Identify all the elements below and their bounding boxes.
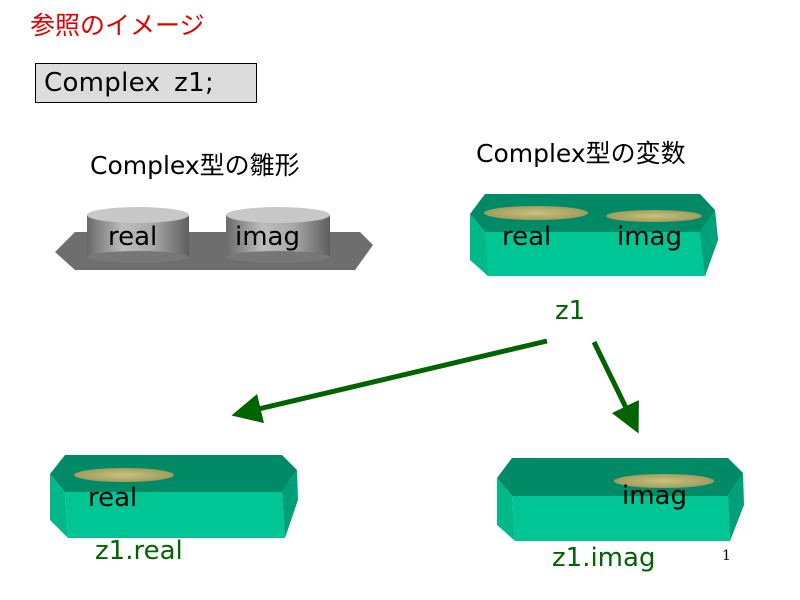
- code-variable: z1;: [174, 68, 215, 98]
- template-shape: [55, 207, 373, 270]
- code-declaration-box: Complex z1;: [35, 63, 257, 103]
- member-real-shape: [50, 455, 298, 538]
- variable-top-face: [470, 194, 715, 232]
- slide-title: 参照のイメージ: [30, 11, 205, 40]
- variable-real-label: real: [502, 222, 552, 252]
- member-real-name: z1.real: [95, 536, 183, 566]
- real-slot: [484, 206, 588, 220]
- variable-z1-shape: [470, 194, 718, 276]
- page-number: 1: [722, 548, 731, 564]
- arrow-to-imag: [591, 340, 639, 434]
- variable-imag-label: imag: [617, 222, 682, 252]
- member-real-field-label: real: [88, 483, 138, 513]
- member-imag-name: z1.imag: [552, 543, 656, 573]
- code-type: Complex: [44, 68, 161, 98]
- member-imag-field-label: imag: [622, 481, 687, 511]
- member-real-top-face: [50, 455, 297, 492]
- real-cylinder: [87, 207, 189, 263]
- member-imag-shape: [497, 458, 744, 541]
- imag-slot: [606, 210, 702, 222]
- variable-label: Complex型の変数: [476, 139, 686, 168]
- variable-name: z1: [555, 296, 586, 326]
- member-imag-slot: [614, 474, 714, 488]
- member-imag-top-face: [497, 458, 743, 496]
- arrow-to-real: [231, 338, 548, 424]
- imag-cylinder: [226, 207, 330, 263]
- template-real-label: real: [108, 222, 158, 252]
- template-imag-label: imag: [235, 222, 300, 252]
- template-label: Complex型の雛形: [90, 151, 300, 180]
- member-real-slot: [74, 468, 174, 482]
